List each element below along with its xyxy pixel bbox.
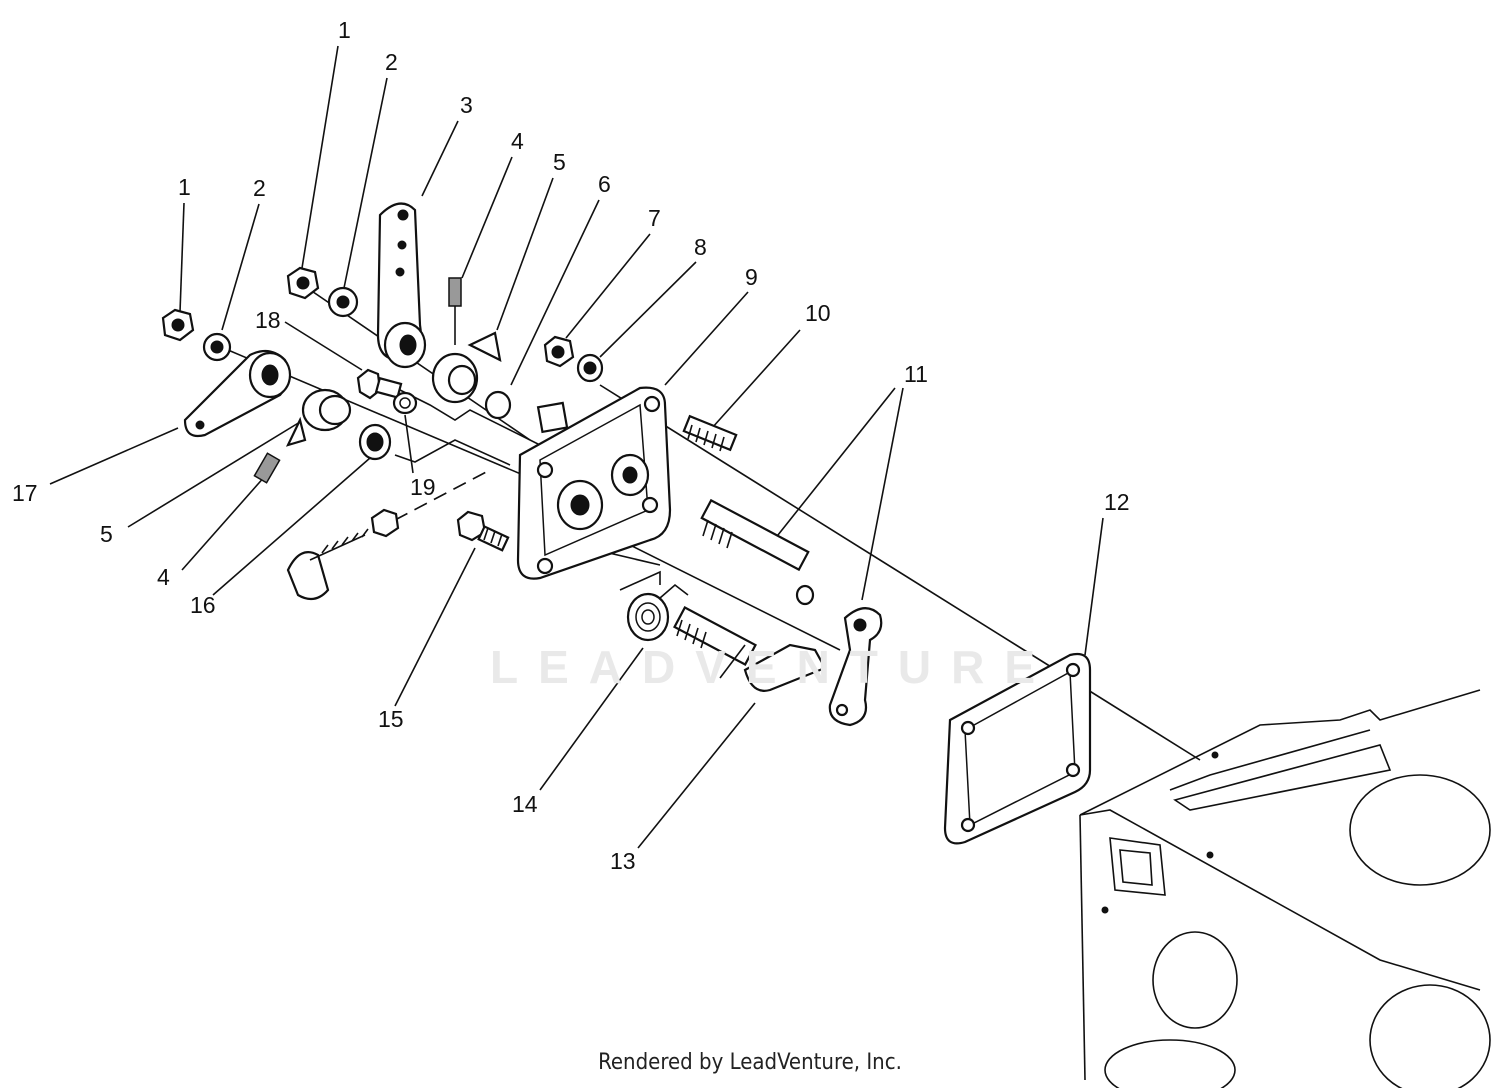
callout-8[interactable]: 8 [694, 234, 707, 260]
callout-1-left[interactable]: 1 [178, 174, 191, 200]
adjusting-screw[interactable] [286, 508, 400, 601]
callout-14[interactable]: 14 [512, 791, 538, 817]
spring-14[interactable] [626, 583, 689, 642]
washer-8[interactable] [576, 353, 604, 383]
gasket-12[interactable] [943, 652, 1092, 845]
throttle-shaft-13[interactable] [673, 606, 827, 692]
callout-5-left[interactable]: 5 [100, 521, 113, 547]
callout-11[interactable]: 11 [904, 361, 928, 387]
callout-3[interactable]: 3 [460, 92, 473, 118]
callout-19[interactable]: 19 [410, 474, 436, 500]
callout-7[interactable]: 7 [648, 205, 661, 231]
callout-9[interactable]: 9 [745, 264, 758, 290]
engine-block [1079, 689, 1491, 1088]
callout-5-top[interactable]: 5 [553, 149, 566, 175]
callout-10[interactable]: 10 [805, 300, 831, 326]
callout-12[interactable]: 12 [1104, 489, 1130, 515]
lever-arm-3[interactable] [376, 202, 427, 369]
pin-4-top[interactable] [448, 277, 462, 345]
screw-15[interactable] [456, 510, 510, 552]
leader-lines [49, 45, 1104, 849]
washer-left[interactable] [202, 332, 232, 362]
callout-15[interactable]: 15 [378, 706, 404, 732]
washer-19[interactable] [392, 391, 418, 415]
callout-1-top[interactable]: 1 [338, 17, 351, 43]
governor-shaft-11[interactable] [700, 498, 815, 606]
callout-4-left[interactable]: 4 [157, 564, 170, 590]
callout-13[interactable]: 13 [610, 848, 636, 874]
collar-5-left[interactable] [285, 388, 352, 447]
nut-left[interactable] [161, 308, 195, 342]
bearing-16[interactable] [358, 423, 392, 461]
callout-16[interactable]: 16 [190, 592, 216, 618]
nut-7[interactable] [543, 335, 575, 368]
callout-2-top[interactable]: 2 [385, 49, 398, 75]
o-ring-6[interactable] [484, 390, 512, 420]
nut-top[interactable] [286, 266, 320, 300]
governor-housing-9[interactable] [516, 386, 672, 580]
callout-6[interactable]: 6 [598, 171, 611, 197]
pin-4-left[interactable] [253, 452, 281, 484]
stud-10[interactable] [682, 414, 738, 452]
bolt-18[interactable] [356, 368, 403, 400]
governor-arm-11[interactable] [828, 607, 883, 727]
lever-arm-17[interactable] [183, 349, 292, 438]
callout-2-left[interactable]: 2 [253, 175, 266, 201]
callout-17[interactable]: 17 [12, 480, 38, 506]
callout-18[interactable]: 18 [255, 307, 281, 333]
callout-4-top[interactable]: 4 [511, 128, 524, 154]
footer-credit: Rendered by LeadVenture, Inc. [598, 1050, 902, 1075]
washer-top[interactable] [327, 286, 359, 318]
collar-5-top[interactable] [431, 331, 502, 404]
